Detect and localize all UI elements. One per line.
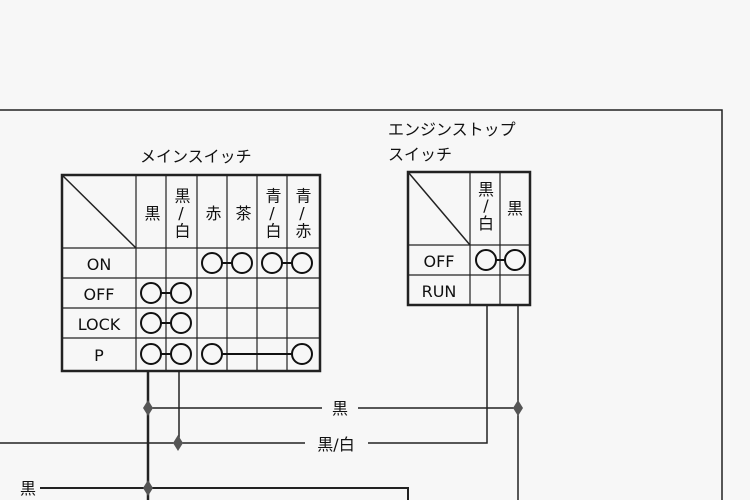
main-switch-title: メインスイッチ [140,147,252,166]
wire-label-black: 黒 [332,399,348,418]
column-header: 黒 [478,180,494,199]
column-header: 赤 [203,205,222,221]
column-header: 黒/白 [172,188,191,239]
frame-border [0,109,723,500]
engine-stop-table [406,170,532,307]
row-label: LOCK [78,315,121,334]
wires [0,305,519,500]
column-header: 茶 [233,205,252,221]
main-switch-table [60,173,322,373]
row-label: P [94,346,104,365]
column-header: 白 [478,214,494,233]
engine-stop-title-line2: スイッチ [388,145,452,164]
column-header: 黒 [507,199,523,218]
column-header: 青/赤 [293,188,312,239]
column-header: / [483,196,489,215]
row-label: RUN [422,282,457,301]
wire-label-black-white: 黒/白 [317,435,354,454]
engine-stop-title-line1: エンジンストップ [388,120,516,139]
engine-stop-connections [475,249,526,271]
row-label: OFF [84,285,115,304]
junction-dots [143,400,523,496]
row-label: OFF [424,252,455,271]
column-header: 黒 [142,205,161,221]
column-header: 青/白 [263,188,282,239]
wire-label-black-left: 黒 [20,479,36,498]
main-switch-connections [140,252,313,365]
row-label: ON [87,255,112,274]
